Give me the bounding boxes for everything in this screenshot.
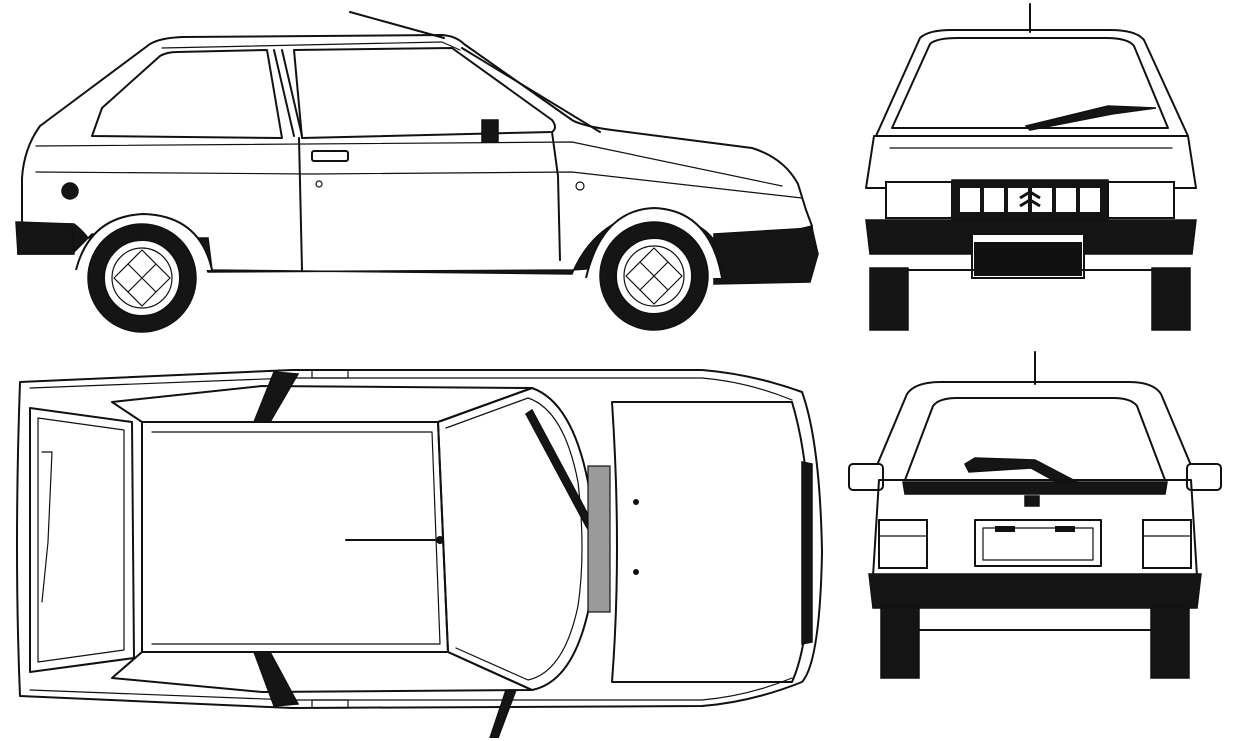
front-bumper <box>801 461 813 645</box>
top-body-outline <box>16 369 823 709</box>
roof-panel <box>141 421 449 653</box>
right-tire <box>1150 607 1190 679</box>
rear-view <box>845 350 1225 685</box>
rear-hatch-window <box>29 407 135 673</box>
body-outline <box>21 34 813 227</box>
door-rear-edge <box>298 137 303 271</box>
right-tail-light <box>1142 519 1192 569</box>
left-tire <box>869 267 909 331</box>
brand-chevron-icon <box>1019 190 1041 208</box>
door-handle-icon <box>311 150 349 162</box>
car-side-view-icon <box>15 11 819 333</box>
rear-cabin-outline <box>874 381 1194 471</box>
car-rear-view-icon <box>848 351 1222 679</box>
brand-badge-icon <box>1024 495 1040 507</box>
right-mirror-icon <box>1186 463 1222 491</box>
door-window <box>293 47 556 139</box>
windshield <box>891 37 1169 129</box>
door-front-edge <box>551 131 561 261</box>
front-bumper <box>713 227 819 285</box>
side-mirror-icon <box>489 689 518 738</box>
front-wheel-icon <box>599 221 709 331</box>
left-mirror-icon <box>848 463 884 491</box>
side-mirror-icon <box>481 119 499 143</box>
rear-bumper <box>15 221 75 255</box>
wiper-icon <box>1024 105 1157 131</box>
car-front-view-icon <box>865 3 1197 331</box>
cowl-vent <box>587 465 611 613</box>
rear-window <box>904 397 1166 481</box>
rear-wheel-icon <box>87 223 197 333</box>
windshield <box>437 387 594 691</box>
left-tail-light <box>878 519 928 569</box>
top-view <box>12 362 824 738</box>
left-tire <box>880 607 920 679</box>
right-tire <box>1151 267 1191 331</box>
front-cabin-outline <box>875 29 1189 137</box>
left-headlight <box>885 181 953 219</box>
car-top-view-icon <box>16 369 823 738</box>
rear-side-window <box>91 49 283 139</box>
hood <box>611 401 811 683</box>
right-headlight <box>1107 181 1175 219</box>
side-view <box>12 8 822 338</box>
front-view <box>862 2 1207 332</box>
hood <box>865 135 1197 189</box>
fuel-cap-icon <box>61 182 79 200</box>
rear-bumper <box>868 573 1202 609</box>
license-plate <box>974 519 1102 567</box>
antenna <box>349 11 445 39</box>
